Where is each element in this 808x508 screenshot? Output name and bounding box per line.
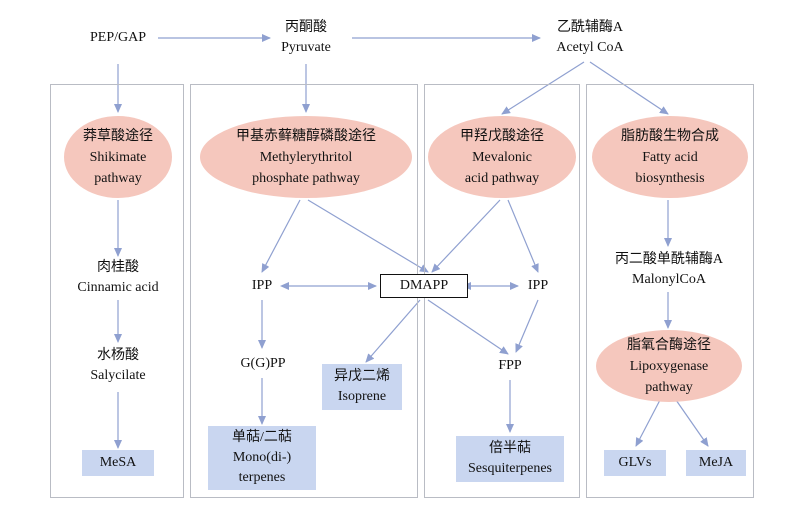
ellipse-mva: 甲羟戊酸途径 Mevalonic acid pathway — [428, 116, 576, 198]
product-glvs: GLVs — [604, 450, 666, 476]
node-dmapp: DMAPP — [380, 274, 468, 298]
node-ggpp: G(G)PP — [228, 354, 298, 374]
isoprene-cn-label: 异戊二烯 — [334, 369, 390, 384]
mva-cn-label: 甲羟戊酸途径 — [460, 128, 544, 144]
ellipse-fatty: 脂肪酸生物合成 Fatty acid biosynthesis — [592, 116, 748, 198]
cinnamic-en-label: Cinnamic acid — [77, 280, 159, 295]
arrow-mep-ipp — [261, 199, 301, 273]
mep-en2-label: phosphate pathway — [252, 170, 360, 186]
panel-fatty — [586, 84, 754, 498]
sesqui-cn-label: 倍半萜 — [489, 441, 531, 456]
node-pyruvate: 丙酮酸 Pyruvate — [266, 18, 346, 58]
dmapp-label: DMAPP — [399, 278, 449, 293]
ellipse-shikimate: 莽草酸途径 Shikimate pathway — [64, 116, 172, 198]
ellipse-mep: 甲基赤藓糖醇磷酸途径 Methylerythritol phosphate pa… — [200, 116, 412, 198]
meja-label: MeJA — [698, 455, 734, 470]
node-cinnamic: 肉桂酸 Cinnamic acid — [68, 258, 168, 298]
acetylcoa-cn-label: 乙酰辅酶A — [556, 20, 624, 35]
ipp-left-label: IPP — [251, 278, 273, 293]
arrow-acetylcoa-fatty — [589, 61, 669, 115]
arrow-lox-meja — [675, 399, 709, 447]
product-mono-terpenes: 单萜/二萜 Mono(di-) terpenes — [208, 426, 316, 490]
mono-cn-label: 单萜/二萜 — [232, 430, 292, 445]
product-isoprene: 异戊二烯 Isoprene — [322, 364, 402, 410]
node-acetylcoa: 乙酰辅酶A Acetyl CoA — [542, 18, 638, 58]
lox-en1-label: Lipoxygenase — [629, 358, 709, 374]
panel-shikimate — [50, 84, 184, 498]
lox-cn-label: 脂氧合酶途径 — [627, 337, 711, 353]
isoprene-en-label: Isoprene — [337, 389, 387, 404]
shikimate-en2-label: pathway — [94, 170, 142, 186]
product-mesa: MeSA — [82, 450, 154, 476]
fpp-label: FPP — [498, 358, 522, 373]
node-malonyl: 丙二酸单酰辅酶A MalonylCoA — [604, 250, 734, 290]
ellipse-lox: 脂氧合酶途径 Lipoxygenase pathway — [596, 330, 742, 402]
ggpp-label: G(G)PP — [240, 356, 286, 371]
mesa-label: MeSA — [99, 455, 137, 470]
arrow-mva-ipp — [507, 199, 539, 273]
pyruvate-en-label: Pyruvate — [281, 40, 331, 55]
node-ipp-right: IPP — [518, 276, 558, 296]
product-meja: MeJA — [686, 450, 746, 476]
acetylcoa-en-label: Acetyl CoA — [556, 40, 624, 55]
arrow-mva-dmapp — [431, 199, 501, 273]
node-pep-gap: PEP/GAP — [78, 28, 158, 48]
mep-cn-label: 甲基赤藓糖醇磷酸途径 — [236, 128, 376, 144]
arrow-ipp-fpp — [515, 299, 539, 353]
glvs-label: GLVs — [618, 455, 652, 470]
arrow-lox-glvs — [635, 399, 661, 447]
pep-gap-label: PEP/GAP — [89, 30, 147, 45]
mono-en1-label: Mono(di-) — [232, 450, 292, 465]
arrow-dmapp-fpp — [427, 299, 509, 355]
ipp-right-label: IPP — [527, 278, 549, 293]
shikimate-cn-label: 莽草酸途径 — [83, 128, 153, 144]
node-salicylate: 水杨酸 Salycilate — [68, 346, 168, 386]
pyruvate-cn-label: 丙酮酸 — [285, 20, 327, 35]
arrow-acetylcoa-mva — [501, 61, 585, 115]
mep-en1-label: Methylerythritol — [259, 149, 353, 165]
sesqui-en-label: Sesquiterpenes — [468, 461, 552, 476]
mva-en1-label: Mevalonic — [472, 149, 532, 165]
mva-en2-label: acid pathway — [464, 170, 540, 186]
product-sesquiterpenes: 倍半萜 Sesquiterpenes — [456, 436, 564, 482]
salicylate-cn-label: 水杨酸 — [97, 348, 139, 363]
node-fpp: FPP — [490, 356, 530, 376]
fatty-en1-label: Fatty acid — [642, 149, 698, 165]
malonyl-cn-label: 丙二酸单酰辅酶A — [614, 252, 724, 267]
shikimate-en1-label: Shikimate — [89, 149, 147, 165]
mono-en2-label: terpenes — [238, 470, 286, 485]
arrow-dmapp-isoprene — [365, 299, 421, 363]
salicylate-en-label: Salycilate — [90, 368, 146, 383]
fatty-cn-label: 脂肪酸生物合成 — [621, 128, 719, 144]
cinnamic-cn-label: 肉桂酸 — [97, 260, 139, 275]
arrow-mep-dmapp — [307, 199, 429, 273]
node-ipp-left: IPP — [240, 276, 284, 296]
malonyl-en-label: MalonylCoA — [632, 272, 706, 287]
lox-en2-label: pathway — [645, 379, 693, 395]
fatty-en2-label: biosynthesis — [635, 170, 705, 186]
